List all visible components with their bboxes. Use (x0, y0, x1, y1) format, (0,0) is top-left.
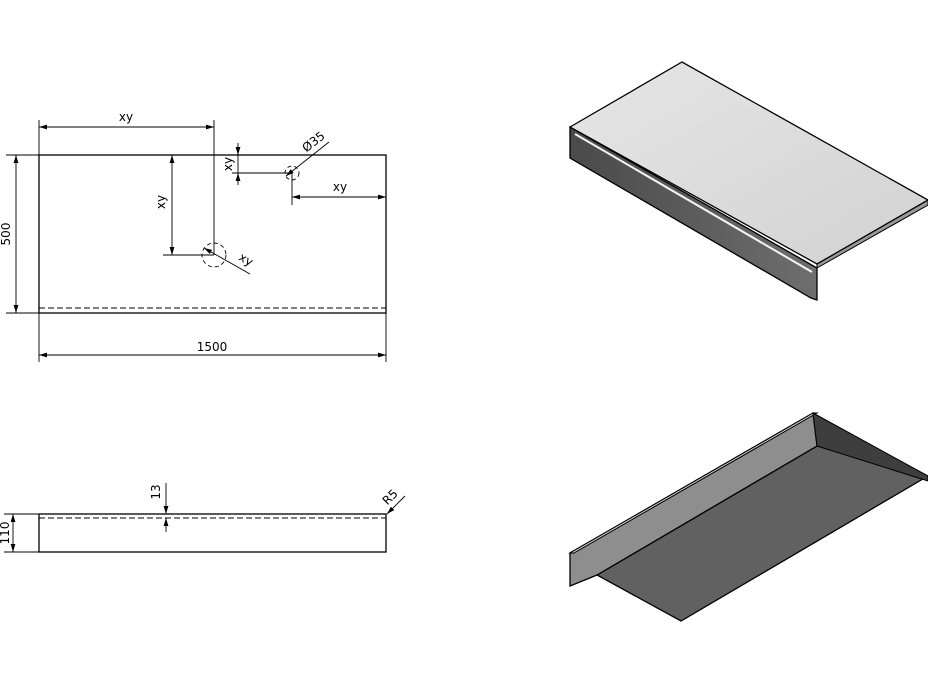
tap-offset-y-label: xy (221, 157, 235, 171)
width-label: 1500 (197, 340, 228, 354)
basin-offset-y-label: xy (154, 195, 168, 209)
front-face (569, 125, 818, 301)
basin-diameter-leader (203, 247, 251, 275)
height-label: 110 (0, 522, 12, 545)
basin-diameter-label: xy (236, 250, 255, 269)
basin-offset-x-label: xy (119, 110, 133, 124)
back-return-edge (812, 412, 928, 482)
radius-leader (386, 495, 406, 515)
rounded-edge-highlight (574, 133, 813, 273)
thickness-label: 13 (149, 484, 163, 499)
top-surface (568, 61, 928, 265)
tap-hole-leader (285, 141, 330, 177)
isometric-top-view (568, 61, 928, 301)
top-view: 500 1500 xy xy xy Ø35 xy xy (0, 110, 387, 362)
depth-label: 500 (0, 223, 13, 246)
front-outline (38, 513, 387, 553)
countertop-outline (38, 154, 387, 314)
tap-offset-x-label: xy (333, 180, 347, 194)
tap-hole-label: Ø35 (299, 129, 327, 155)
front-view: 110 13 R5 (0, 483, 406, 553)
basin-hole-circle (201, 242, 227, 268)
front-panel-edge (568, 412, 819, 554)
isometric-bottom-view (568, 411, 928, 622)
radius-label: R5 (380, 487, 401, 508)
